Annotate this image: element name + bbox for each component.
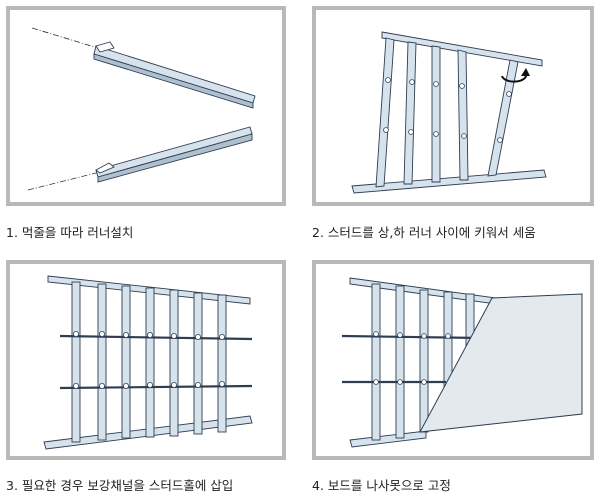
step-2-caption: 2. 스터드를 상,하 러너 사이에 키워서 세움: [312, 225, 536, 240]
lower-runner: [95, 126, 253, 183]
step-4-caption: 4. 보드를 나사못으로 고정: [312, 478, 451, 493]
stud-hole: [409, 79, 415, 85]
stud-hole: [433, 131, 439, 137]
gypsum-board: [419, 293, 583, 433]
runner-installation-illustration: [27, 27, 256, 191]
stud-holes: [73, 331, 225, 390]
stud-holes: [373, 331, 451, 385]
rotation-arrow-icon: [501, 68, 530, 83]
stud-hole: [383, 127, 389, 133]
step-3-panel: [6, 260, 286, 460]
stud-being-rotated: [487, 59, 519, 177]
stud-hole: [497, 137, 503, 143]
reinforcement-channel-illustration: [43, 275, 253, 450]
stud-hole: [506, 91, 512, 97]
step-2-panel: [312, 6, 594, 206]
chalk-line-top: [31, 27, 99, 49]
stud-hole: [433, 81, 439, 87]
bottom-runner: [349, 430, 427, 448]
stud-hole: [408, 129, 414, 135]
upper-runner: [93, 41, 256, 109]
stud: [375, 37, 395, 188]
bottom-runner: [351, 169, 547, 194]
stud-hole: [459, 83, 465, 89]
stud: [403, 41, 417, 185]
step-3-caption: 3. 필요한 경우 보강채널을 스터드홀에 삽입: [6, 478, 234, 493]
chalk-line-bottom: [27, 171, 101, 191]
reinforcement-channels: [341, 334, 482, 384]
stud-placement-illustration: [351, 31, 547, 194]
step-1-caption: 1. 먹줄을 따라 러너설치: [6, 225, 134, 240]
board-fixing-illustration: [341, 277, 583, 448]
step-1-panel: [6, 6, 286, 206]
stud-hole: [385, 77, 391, 83]
top-runner: [381, 31, 543, 67]
studs: [71, 281, 227, 443]
stud: [457, 49, 469, 181]
step-4-panel: [312, 260, 594, 460]
stud: [431, 45, 441, 183]
stud-hole: [461, 133, 467, 139]
